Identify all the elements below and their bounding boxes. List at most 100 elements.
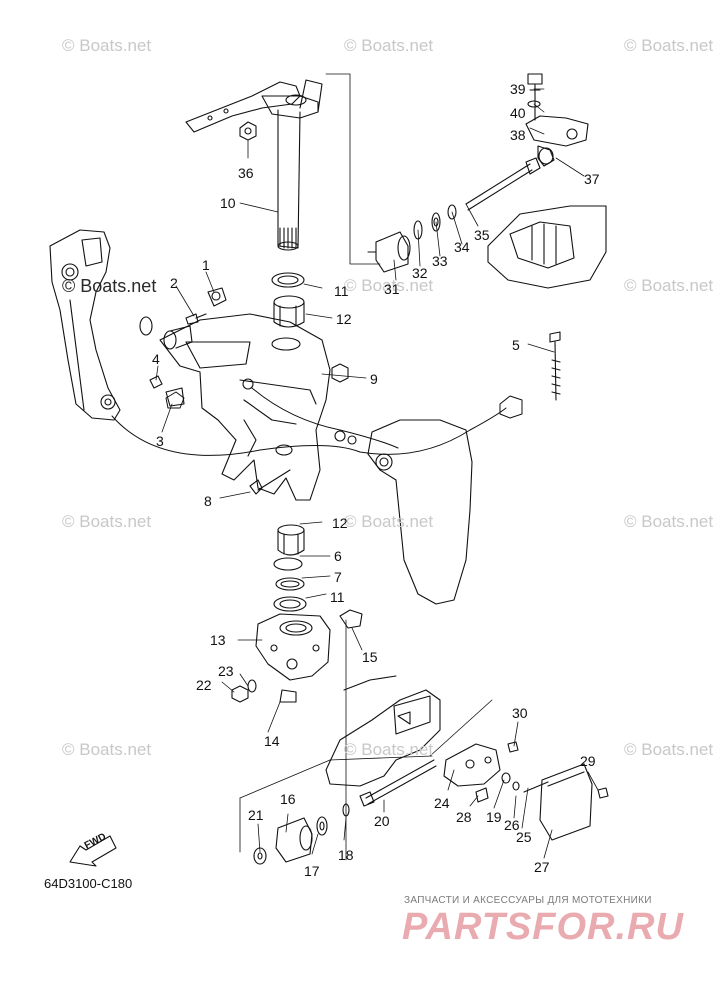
- callout-9: 9: [370, 371, 378, 387]
- nut-22: [231, 685, 249, 703]
- washer-40: [527, 100, 541, 108]
- washer-19: [501, 772, 511, 784]
- callout-12-lower: 12: [332, 515, 348, 531]
- callout-6: 6: [334, 548, 342, 564]
- screw-4: [149, 375, 163, 389]
- watermark: © Boats.net: [624, 276, 714, 295]
- bracket-24: [443, 743, 501, 787]
- nut-36: [239, 121, 257, 141]
- watermark: © Boats.net: [344, 512, 434, 531]
- clamp-bracket: [49, 229, 121, 421]
- callout-33: 33: [432, 253, 448, 269]
- callout-10: 10: [220, 195, 236, 211]
- washer-11-upper: [271, 272, 305, 288]
- bolt-5: [549, 331, 561, 401]
- watermark: © Boats.net: [344, 36, 434, 55]
- callout-4: 4: [152, 351, 160, 367]
- bolt-28: [475, 787, 489, 803]
- callout-39: 39: [510, 81, 526, 97]
- o-ring-6: [273, 557, 303, 571]
- callout-27: 27: [534, 859, 550, 875]
- callout-25: 25: [516, 829, 532, 845]
- callout-30: 30: [512, 705, 528, 721]
- mount-rubber-31: [367, 231, 411, 273]
- washer-18: [342, 803, 350, 817]
- watermark: © Boats.net: [344, 740, 434, 759]
- callout-12-upper: 12: [336, 311, 352, 327]
- callout-11-upper: 11: [334, 283, 349, 299]
- mount-rubber-16: [275, 817, 313, 863]
- callout-16: 16: [280, 791, 296, 807]
- callout-40: 40: [510, 105, 526, 121]
- lower-unit: [325, 675, 441, 787]
- cover-27: [539, 763, 593, 841]
- fwd-arrow: [69, 835, 117, 867]
- callout-3: 3: [156, 433, 164, 449]
- callout-11-lower: 11: [330, 589, 345, 605]
- bolt-25: [523, 781, 549, 793]
- bolt-8: [249, 469, 291, 495]
- watermark: © Boats.net: [624, 512, 714, 531]
- callout-24: 24: [434, 795, 450, 811]
- washer-33: [431, 212, 441, 232]
- watermark: © Boats.net: [624, 36, 714, 55]
- callout-37: 37: [584, 171, 600, 187]
- watermark: © Boats.net: [62, 36, 152, 55]
- shop-tagline: ЗАПЧАСТИ И АКСЕССУАРЫ ДЛЯ МОТОТЕХНИКИ: [404, 895, 652, 906]
- callout-2: 2: [170, 275, 178, 291]
- bushing-12-upper: [273, 295, 305, 328]
- diagram-code: 64D3100-C180: [44, 876, 133, 891]
- washer-32: [413, 220, 423, 240]
- callout-23: 23: [218, 663, 234, 679]
- callout-8: 8: [204, 493, 212, 509]
- callout-5: 5: [512, 337, 520, 353]
- washer-7: [275, 577, 305, 591]
- callout-17: 17: [304, 863, 320, 879]
- upper-mount: [487, 115, 607, 289]
- steering-shaft: [277, 79, 323, 251]
- bolt-35: [465, 157, 541, 211]
- callout-26: 26: [504, 817, 520, 833]
- swivel-bracket: [159, 313, 331, 501]
- clip-14: [279, 689, 297, 703]
- watermark: © Boats.net: [62, 740, 152, 759]
- shop-logo: PARTSFOR.RU: [402, 906, 684, 948]
- watermark: © Boats.net: [62, 512, 152, 531]
- clamp-bracket-right: [334, 419, 473, 605]
- screw-29: [597, 787, 609, 799]
- clip-1: [207, 287, 227, 307]
- callout-36: 36: [238, 165, 254, 181]
- callout-13: 13: [210, 632, 226, 648]
- steering-arm: [185, 81, 319, 133]
- washer-34: [447, 204, 457, 220]
- callout-22: 22: [196, 677, 212, 693]
- bracket-15: [339, 609, 363, 629]
- switch-3: [165, 387, 185, 407]
- callout-35: 35: [474, 227, 490, 243]
- callout-20: 20: [374, 813, 390, 829]
- watermark: © Boats.net: [624, 740, 714, 759]
- collar-sensor: [139, 316, 193, 350]
- bolt-39: [527, 73, 543, 121]
- bushing-12-lower: [277, 524, 305, 556]
- callout-29: 29: [580, 753, 596, 769]
- watermark: © Boats.net: [62, 276, 157, 296]
- callout-15: 15: [362, 649, 378, 665]
- callout-1: 1: [202, 257, 210, 273]
- stud-bolt-20: [359, 759, 437, 807]
- screw-2: [185, 313, 207, 325]
- callout-14: 14: [264, 733, 280, 749]
- callout-21: 21: [248, 807, 264, 823]
- washer-26: [512, 781, 520, 791]
- nut-9: [331, 363, 349, 383]
- callout-31: 31: [384, 281, 400, 297]
- callout-7: 7: [334, 569, 342, 585]
- watermark: © Boats.net: [344, 276, 434, 295]
- washer-21: [253, 847, 267, 865]
- callout-38: 38: [510, 127, 526, 143]
- screw-30: [507, 741, 519, 753]
- callout-18: 18: [338, 847, 354, 863]
- lower-mount-housing: [255, 613, 331, 681]
- washer-17: [316, 816, 328, 836]
